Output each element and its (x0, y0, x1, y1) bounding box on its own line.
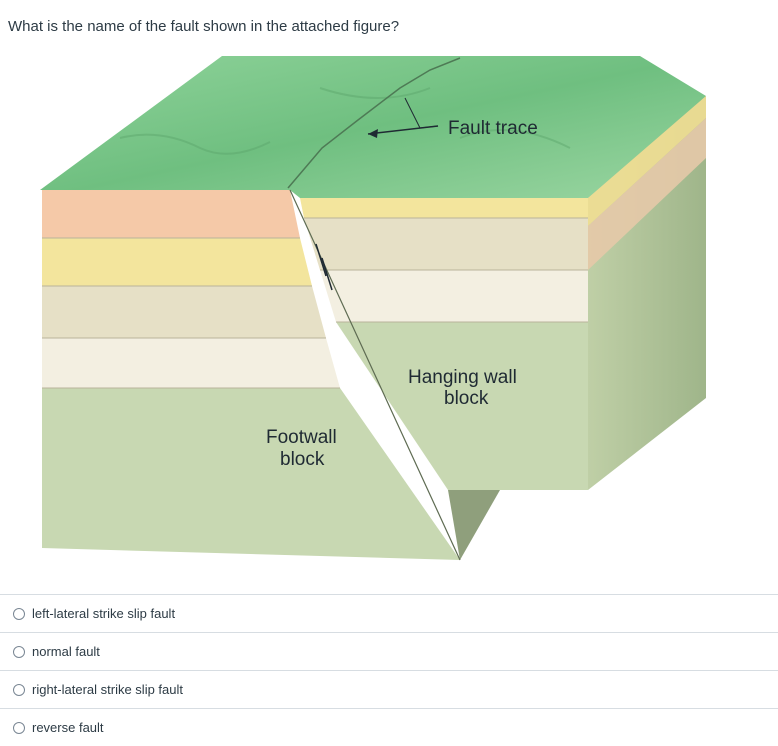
footwall-limestone-layer (42, 338, 340, 388)
fault-trace-label: Fault trace (448, 118, 538, 139)
footwall-label-line1: Footwall (266, 427, 337, 448)
hanging-limestone-layer (320, 270, 588, 322)
hanging-yellow-layer (300, 198, 588, 218)
question-text: What is the name of the fault shown in t… (8, 18, 400, 35)
footwall-lower-side (448, 490, 500, 560)
terrain-surface (40, 56, 706, 198)
hanging-wall-label-line2: block (444, 388, 489, 409)
fault-block-diagram: Fault trace Footwall block Hanging wall … (0, 48, 778, 570)
fault-motion-arrows (315, 243, 333, 291)
answer-option-right-lateral[interactable]: right-lateral strike slip fault (0, 670, 778, 708)
footwall-salmon-layer (42, 190, 300, 238)
radio-button[interactable] (13, 607, 25, 620)
footwall-tan-layer (42, 286, 326, 338)
radio-button[interactable] (13, 683, 25, 696)
answer-option-normal[interactable]: normal fault (0, 632, 778, 670)
answer-label: right-lateral strike slip fault (32, 682, 183, 697)
hanging-green-layer (336, 322, 588, 490)
hanging-wall-label-line1: Hanging wall (408, 367, 517, 388)
answer-label: left-lateral strike slip fault (32, 606, 176, 621)
radio-button[interactable] (13, 721, 25, 734)
footwall-label-line2: block (280, 449, 325, 470)
answer-label: normal fault (32, 644, 100, 659)
footwall-yellow-layer (42, 238, 312, 286)
hanging-tan-layer (304, 218, 588, 270)
fault-trace-line (287, 57, 461, 189)
answer-label: reverse fault (32, 720, 104, 735)
answer-option-left-lateral[interactable]: left-lateral strike slip fault (0, 594, 778, 632)
radio-button[interactable] (13, 645, 25, 658)
answer-list: left-lateral strike slip fault normal fa… (0, 594, 778, 746)
answer-option-reverse[interactable]: reverse fault (0, 708, 778, 746)
footwall-green-layer (42, 388, 460, 560)
